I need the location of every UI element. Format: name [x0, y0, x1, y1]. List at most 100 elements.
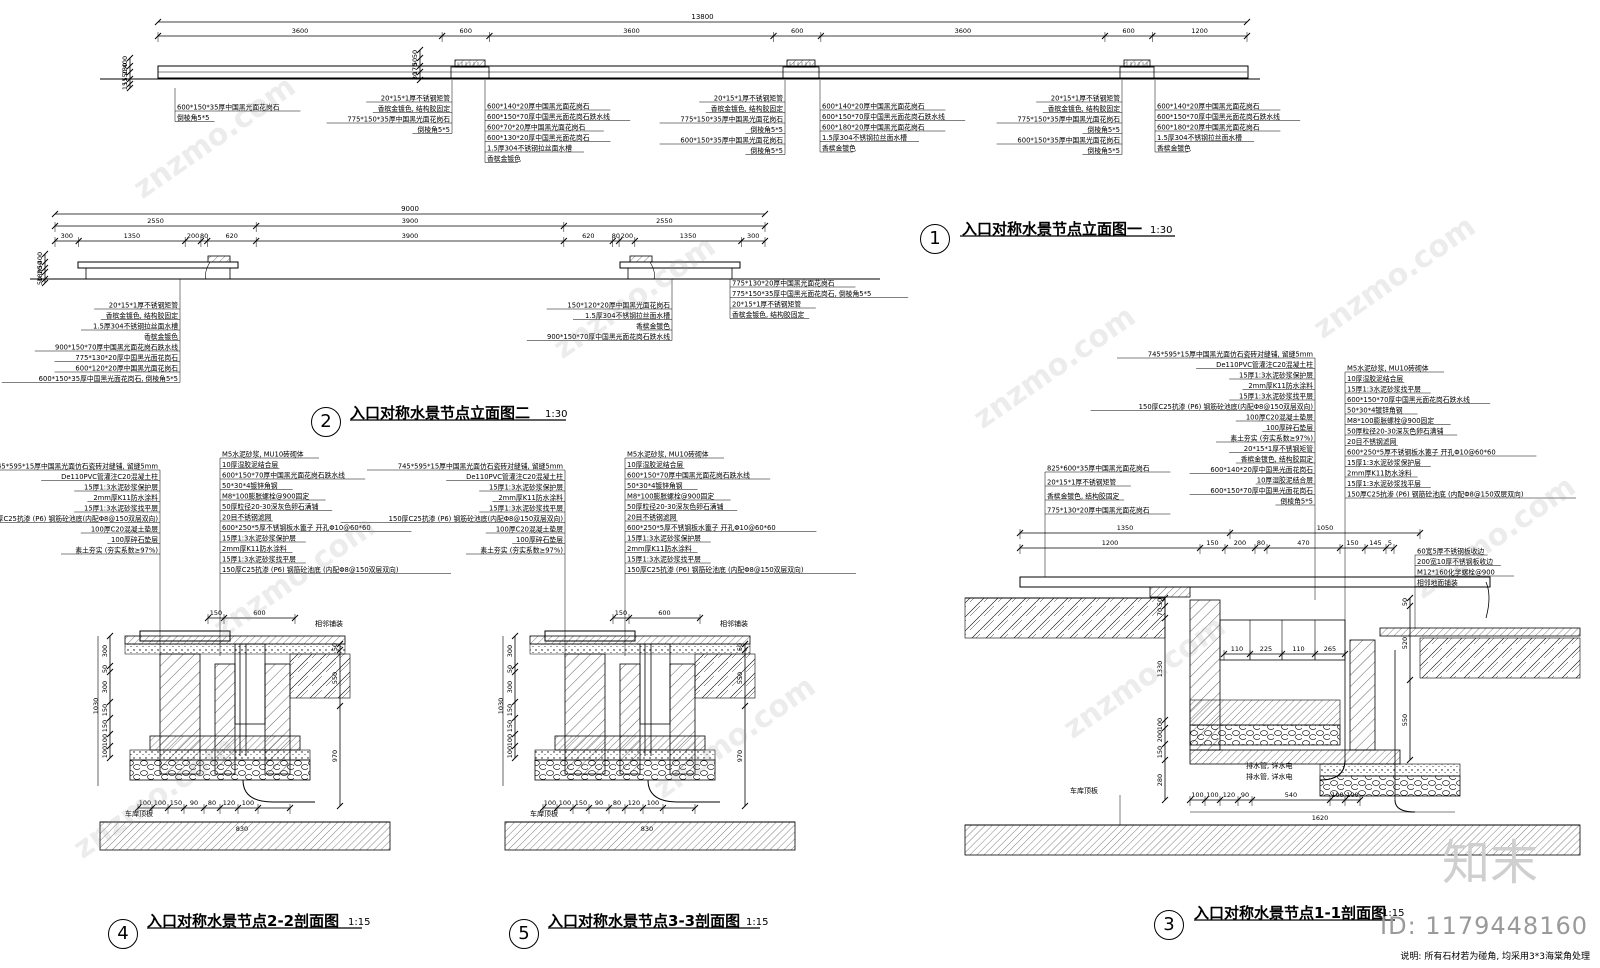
- e2-right-bot-text: 香槟金镀色: [636, 322, 670, 331]
- e2-seg-sub-text: 80: [200, 232, 208, 240]
- dim-tick: [154, 18, 162, 26]
- sec5-note-top-text: M8*100膨胀螺栓@900固定: [627, 492, 714, 501]
- e2-left-text: 600*150*35厚中国黑光面花岗石, 倒棱角5*5: [39, 374, 178, 383]
- view-2-title: 入口对称水景节点立面图二: [350, 404, 531, 422]
- e2-seg-sub-text: 1350: [124, 232, 141, 240]
- sec4-adjacent-label: 相邻铺装: [315, 619, 343, 628]
- sec3-dim-top-b-text: 80: [1257, 539, 1265, 547]
- sec5-dim-left-text: 100: [506, 734, 514, 746]
- dim-tick: [126, 68, 134, 76]
- e1-height-text: 150: [121, 69, 129, 81]
- sec4-note-top-text: 15厚1:3水泥砂浆保护层: [222, 534, 296, 543]
- dim-tick: [41, 250, 49, 258]
- dim-tick: [741, 640, 749, 648]
- sec5-dim-right-text: 50: [736, 643, 744, 651]
- view-2-number: 2: [311, 407, 341, 437]
- sec5-note-top-text: 50*30*4镀锌角钢: [627, 481, 683, 490]
- e2-right-top-text: 775*130*20厚中国黑光面花岗石: [732, 279, 835, 288]
- sec3-dim-left-text: 280: [1156, 774, 1164, 786]
- sec3-note-lower-text: 200宽10厚不锈钢板收边: [1417, 557, 1493, 566]
- e2-seg-sub-text: 1350: [680, 232, 697, 240]
- e2-right-bot-text: 1.5厚304不锈钢拉丝面水槽: [585, 311, 670, 320]
- sec3-drain-b: [1394, 799, 1416, 813]
- sec5-note-top-text: 20目不锈钢滤网: [627, 513, 677, 522]
- dim-tick: [511, 668, 519, 676]
- e1-total-text: 13800: [691, 13, 713, 21]
- sec5-dim-bottom-text: 80: [613, 799, 621, 807]
- sec4-garage-slab: [99, 821, 391, 851]
- sec4-note-top-text: 50*30*4镀锌角钢: [222, 481, 278, 490]
- sec3-note-center-text: De110PVC管灌注C20混凝土柱: [1216, 360, 1313, 369]
- dim-tick: [761, 210, 769, 218]
- e1-callout-6-text: 600*140*20厚中国黑光面花岗石: [1157, 102, 1260, 111]
- e1-callout-5-text: 775*150*35厚中国黑光面花岗石: [1017, 115, 1120, 124]
- sec4-note-top-text: 20目不锈钢滤网: [222, 513, 272, 522]
- e2-spout: [629, 255, 653, 263]
- sec3-paving: [1379, 627, 1581, 637]
- e1-callout-5-text: 倒棱角5*5: [1088, 125, 1120, 134]
- e1-callout-4-text: 1.5厚304不锈钢拉丝面水槽: [822, 133, 907, 142]
- sec3-garage-label: 车库顶板: [1070, 786, 1098, 795]
- sec5-note-left-text: De110PVC管灌注C20混凝土柱: [466, 472, 563, 481]
- e1-callout-0-text: 倒棱角5*5: [177, 113, 209, 122]
- view-4-scale: 1:15: [348, 917, 371, 928]
- dim-tick: [1161, 740, 1169, 748]
- sec3-note-right-text: 50厚粒径20-30深灰色卵石满铺: [1347, 427, 1444, 436]
- sec4-dim-left-text: 150: [101, 704, 109, 716]
- dim-tick: [741, 702, 749, 710]
- e1-callout-3-text: 20*15*1厚不锈钢矩管: [714, 94, 783, 103]
- e2-seg-sub-text: 620: [226, 232, 238, 240]
- view-1-scale: 1:30: [1150, 225, 1173, 236]
- sec5-note-left-text: 150厚C25抗渗 (P6) 钢筋砼池底(内配Φ8@150双层双向): [389, 514, 564, 523]
- sec3-note-right-text: 50*30*4镀锌角钢: [1347, 406, 1403, 415]
- dim-tick: [336, 702, 344, 710]
- sec3-dim-left-text: 70: [1156, 608, 1164, 616]
- sec5-drain: [647, 779, 720, 803]
- sec4-note-left-text: 745*595*15厚中国黑光面仿石瓷砖对缝铺, 留缝5mm: [0, 462, 158, 471]
- e1-callout-4-text: 600*150*70厚中国黑光面花岗石跌水线: [822, 112, 945, 121]
- sec3-dim-total: 1620: [1312, 814, 1329, 822]
- e1-callout-6-text: 香槟金镀色: [1157, 144, 1191, 153]
- sec4-concrete: [129, 749, 311, 761]
- sec3-wall-right: [1349, 639, 1376, 751]
- sec3-note-center-text: 倒棱角5*5: [1281, 497, 1313, 506]
- sec3-dim-right-text: 550: [1401, 714, 1409, 726]
- e2-seg-top-text: 2550: [147, 217, 164, 225]
- view-5-number: 5: [509, 919, 539, 949]
- sec5-paving: [529, 635, 751, 645]
- sec4-dim-right-text: 50: [331, 643, 339, 651]
- e2-height-text: 20: [36, 266, 44, 274]
- sec3-note-center-text: 100厚碎石垫层: [1266, 423, 1313, 432]
- sec3-note-right-text: 15厚1:3水泥砂浆找平层: [1347, 479, 1421, 488]
- brand-logo: 知末: [1441, 835, 1538, 891]
- sec3-inner-dim-text: 265: [1324, 645, 1336, 653]
- e1-fountain-body: [1119, 66, 1155, 80]
- e2-height-text: 50: [36, 261, 44, 269]
- sec5-dim-bottom-text: 100: [559, 799, 571, 807]
- dim-tick: [511, 698, 519, 706]
- sec3-dim-bottom-text: 120: [1223, 791, 1235, 799]
- e1-fountain-cap: [1123, 59, 1151, 68]
- sec3-garage-slab: [964, 824, 1581, 856]
- sec5-dim-top-text: 600: [658, 609, 670, 617]
- e2-height-text: 180: [36, 269, 44, 281]
- e1-height-b-text: 170: [411, 63, 419, 75]
- dim-tick: [126, 62, 134, 70]
- sec3-dim-top-b-text: 5: [1388, 539, 1392, 547]
- sec3-dim-bottom-text: 100: [1206, 791, 1218, 799]
- sec3-dim-bottom-text: 540: [1285, 791, 1297, 799]
- sec3-dim-top-a-text: 1350: [1117, 524, 1134, 532]
- sec3-drain-label-2: 排水管, 详水电: [1246, 772, 1292, 781]
- e2-right-top-text: 775*150*35厚中国黑光面花岗石, 倒棱角5*5: [732, 289, 871, 298]
- sec4-channel: [234, 643, 266, 725]
- sec5-dim-total: 830: [641, 825, 653, 833]
- sec5-note-top-text: 150厚C25抗渗 (P6) 钢筋砼池底 (内配Φ8@150双层双向): [627, 565, 804, 574]
- sec3-inner-dim-text: 225: [1260, 645, 1272, 653]
- sec5-note-top-text: 15厚1:3水泥砂浆找平层: [627, 555, 701, 564]
- e2-total-text: 9000: [401, 205, 419, 213]
- sec5-dim-right-text: 550: [736, 672, 744, 684]
- sec5-dim-bottom-text: 150: [575, 799, 587, 807]
- sec5-dim-right-text: 970: [736, 750, 744, 762]
- sec3-note-center-text: 745*595*15厚中国黑光面仿石瓷砖对缝铺, 留缝5mm: [1148, 350, 1314, 359]
- dim-tick: [416, 68, 424, 76]
